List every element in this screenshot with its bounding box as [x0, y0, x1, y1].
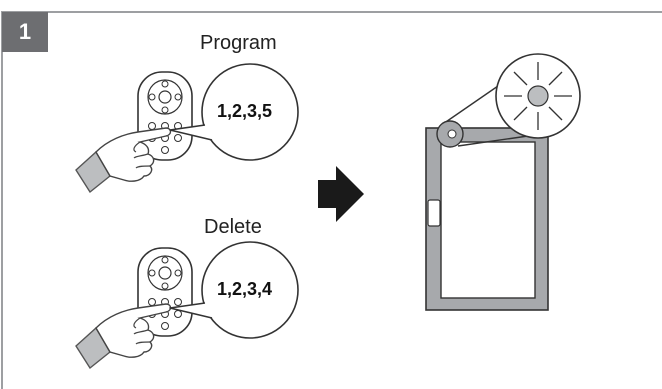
program-code-bubble	[169, 63, 299, 161]
window-frame-icon	[425, 127, 549, 311]
pointing-hand-icon	[75, 127, 172, 194]
delete-label: Delete	[204, 216, 262, 238]
program-label: Program	[200, 32, 277, 54]
blinking-light-icon	[495, 53, 581, 139]
step-number-badge: 1	[2, 12, 48, 52]
pointing-hand-icon	[75, 303, 172, 370]
program-code: 1,2,3,5	[217, 101, 273, 121]
arrow-right-icon	[318, 166, 364, 222]
delete-code: 1,2,3,4	[217, 279, 273, 299]
delete-code-bubble	[169, 241, 299, 339]
